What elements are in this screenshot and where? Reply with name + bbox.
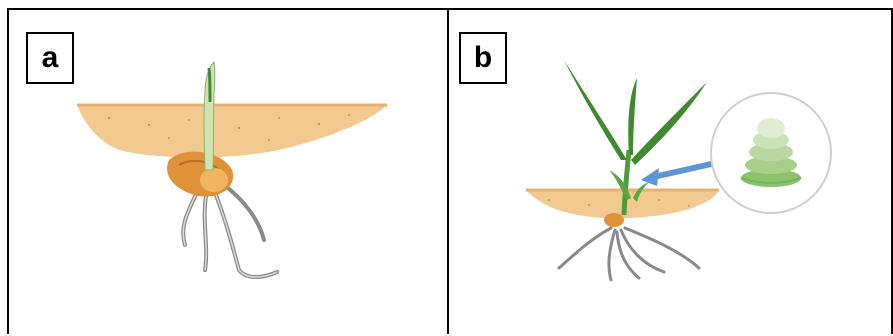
- seed-embryo: [200, 168, 228, 192]
- panel-b: b: [448, 8, 893, 334]
- seed: [604, 213, 624, 227]
- soil-layer: [77, 105, 387, 158]
- roots: [559, 228, 699, 280]
- roots: [183, 185, 277, 277]
- leaf-2: [628, 78, 637, 155]
- leaf-1: [564, 60, 627, 160]
- leaf-3: [631, 82, 707, 165]
- germinating-seed-illustration: [9, 10, 450, 336]
- panel-a: a: [7, 8, 448, 334]
- arrow-head-icon: [641, 168, 659, 186]
- seedling-illustration: [449, 10, 893, 336]
